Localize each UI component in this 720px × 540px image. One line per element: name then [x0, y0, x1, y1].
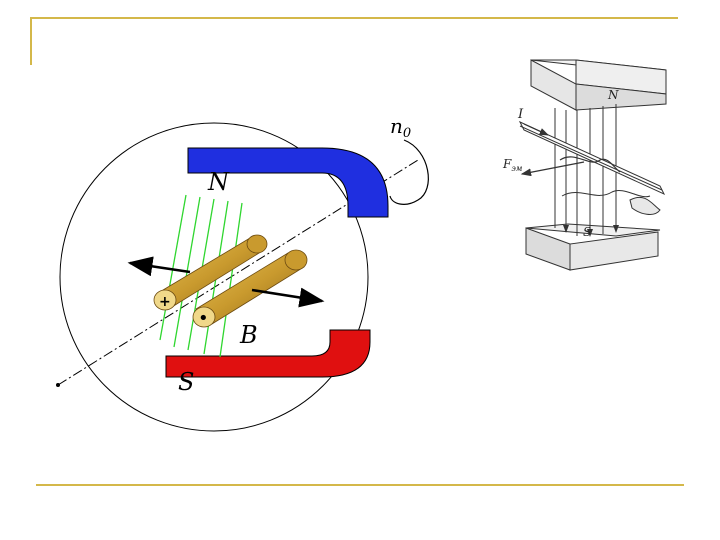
axis-end-dot	[56, 383, 60, 387]
sketch-force-label: Fэм	[502, 157, 523, 173]
south-pole-label: S	[178, 368, 194, 396]
field-line	[219, 202, 243, 358]
dot-terminal-label: •	[198, 308, 209, 329]
rotation-axis	[57, 159, 419, 386]
frame-left-rule	[30, 17, 32, 65]
field-b-label: B	[239, 321, 258, 349]
sketch-south-label: S	[583, 225, 591, 239]
sketch-current-label: I	[517, 107, 524, 122]
rotation-speed-label: n0	[390, 114, 411, 141]
plus-terminal-end	[153, 289, 177, 311]
frame-top-rule	[30, 17, 678, 19]
frame-bottom-rule	[36, 484, 684, 486]
conductor-loop	[153, 234, 308, 328]
plus-terminal-label: +	[159, 294, 171, 310]
rotation-circle	[59, 122, 369, 432]
force-arrow-left	[127, 256, 191, 277]
force-arrow-right	[251, 287, 325, 308]
force-sketch	[518, 59, 667, 271]
north-pole-magnet	[187, 147, 389, 218]
sketch-north-label: N	[607, 88, 619, 102]
south-pole-magnet	[165, 329, 371, 378]
north-pole-label: N	[207, 168, 230, 196]
field-line	[159, 194, 187, 341]
dot-terminal-end	[192, 306, 216, 328]
rotation-direction-arc	[389, 139, 429, 205]
